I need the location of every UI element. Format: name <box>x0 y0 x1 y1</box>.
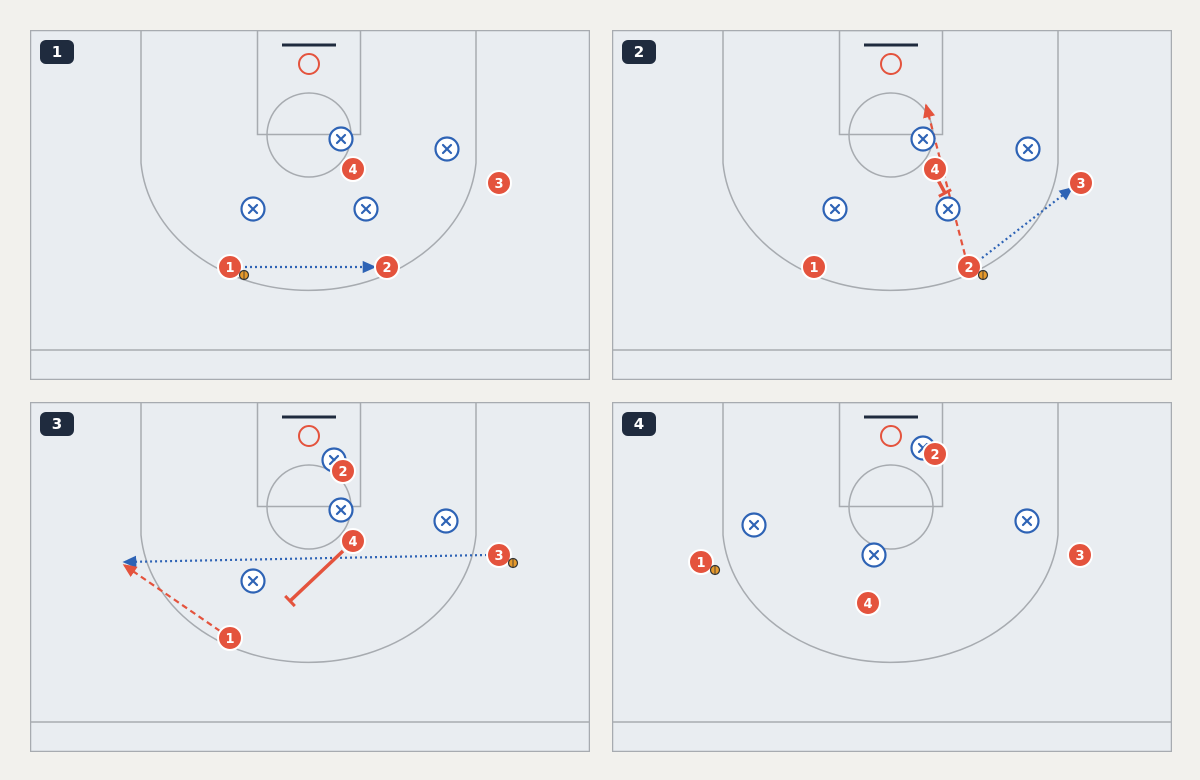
half-court: 1 2 3 4 <box>612 402 1172 752</box>
screen-cap <box>938 188 952 198</box>
offense-player-3: 3 <box>1067 542 1093 568</box>
hoop-icon <box>298 425 320 447</box>
paint <box>838 30 944 136</box>
player-number: 2 <box>964 261 973 276</box>
half-court: 1 2 3 4 <box>30 30 590 380</box>
player-number: 4 <box>863 597 872 612</box>
player-number: 3 <box>494 177 503 192</box>
defender-x-circle-icon <box>353 196 379 222</box>
free-throw-circle <box>848 464 934 550</box>
offense-player-2: 2 <box>374 254 400 280</box>
basketball-icon <box>507 557 519 569</box>
three-point-line <box>140 30 477 292</box>
paint <box>256 402 362 508</box>
court-surface <box>612 402 1172 752</box>
player-number: 3 <box>1075 549 1084 564</box>
defender-x-circle-icon <box>1015 136 1041 162</box>
offense-player-3: 3 <box>486 542 512 568</box>
defender-x-circle-icon <box>910 126 936 152</box>
offense-player-2: 2 <box>330 458 356 484</box>
frame-2: 1 2 3 4 2 <box>612 30 1172 380</box>
offense-player-4: 4 <box>340 528 366 554</box>
hoop-icon <box>298 53 320 75</box>
half-court: 1 2 3 4 <box>612 30 1172 380</box>
player-number: 4 <box>348 535 357 550</box>
half-court: 1 2 3 4 <box>30 402 590 752</box>
offense-player-3: 3 <box>1068 170 1094 196</box>
player-number: 4 <box>348 163 357 178</box>
defender-x-circle-icon <box>434 136 460 162</box>
defender-x-circle-icon <box>935 196 961 222</box>
frame-badge: 1 <box>40 40 74 64</box>
defender-x-circle-icon <box>741 512 767 538</box>
cut-arrow <box>923 103 967 256</box>
court-surface <box>612 30 1172 380</box>
player-number: 1 <box>225 632 234 647</box>
frame-3: 1 2 3 4 3 <box>30 402 590 752</box>
player-number: 1 <box>696 556 705 571</box>
player-number: 2 <box>338 465 347 480</box>
offense-player-1: 1 <box>217 254 243 280</box>
frame-4: 1 2 3 4 4 <box>612 402 1172 752</box>
basketball-icon <box>238 269 250 281</box>
court-surface <box>30 402 590 752</box>
player-number: 1 <box>809 261 818 276</box>
hoop-icon <box>880 425 902 447</box>
player-number: 2 <box>930 448 939 463</box>
pass-arrow <box>981 187 1074 259</box>
player-number: 1 <box>225 261 234 276</box>
player-number: 3 <box>494 549 503 564</box>
frame-badge: 4 <box>622 412 656 436</box>
offense-player-4: 4 <box>855 590 881 616</box>
defender-x-circle-icon <box>240 196 266 222</box>
offense-player-1: 1 <box>688 549 714 575</box>
screen-line <box>288 549 345 603</box>
offense-player-4: 4 <box>340 156 366 182</box>
defender-x-circle-icon <box>433 508 459 534</box>
frame-1: 1 2 3 4 1 <box>30 30 590 380</box>
frame-badge: 3 <box>40 412 74 436</box>
player-number: 2 <box>382 261 391 276</box>
player-number: 4 <box>930 163 939 178</box>
paint <box>256 30 362 136</box>
basketball-icon <box>977 269 989 281</box>
offense-player-4: 4 <box>922 156 948 182</box>
screen-line <box>936 179 947 194</box>
defender-x-circle-icon <box>1014 508 1040 534</box>
defender-x-circle-icon <box>240 568 266 594</box>
hoop-icon <box>880 53 902 75</box>
court-surface <box>30 30 590 380</box>
defender-x-circle-icon <box>822 196 848 222</box>
defender-x-circle-icon <box>328 497 354 523</box>
offense-player-3: 3 <box>486 170 512 196</box>
screen-cap <box>284 594 296 608</box>
offense-player-1: 1 <box>217 625 243 651</box>
frame-badge: 2 <box>622 40 656 64</box>
offense-player-2: 2 <box>956 254 982 280</box>
defender-x-circle-icon <box>328 126 354 152</box>
pass-arrow <box>122 553 488 568</box>
basketball-icon <box>709 564 721 576</box>
player-number: 3 <box>1076 177 1085 192</box>
three-point-line <box>722 30 1059 292</box>
defender-x-circle-icon <box>861 542 887 568</box>
offense-player-2: 2 <box>922 441 948 467</box>
offense-player-1: 1 <box>801 254 827 280</box>
three-point-line <box>722 402 1059 664</box>
